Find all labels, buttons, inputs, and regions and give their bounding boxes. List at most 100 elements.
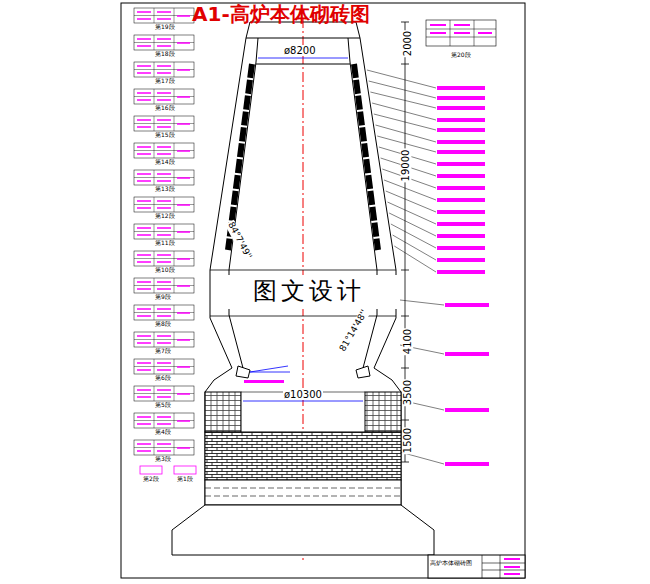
brick-table-entry xyxy=(137,39,190,46)
drawing-title: A1-高炉本体砌砖图 xyxy=(192,3,370,25)
belly-line xyxy=(210,270,396,271)
brick-table xyxy=(134,89,194,104)
section-label: 第20段 xyxy=(451,52,471,59)
brick-table xyxy=(134,116,194,131)
tuyere xyxy=(236,366,250,378)
brick-table xyxy=(134,305,194,320)
title-block-text: 高炉本体砌砖图 xyxy=(430,560,474,567)
leader-line xyxy=(384,180,436,200)
title-block xyxy=(428,555,525,578)
lining-band xyxy=(354,64,378,250)
callout-bar xyxy=(437,140,485,144)
brick-table-grid xyxy=(134,440,194,455)
leader-line xyxy=(393,235,436,260)
brick-table-grid xyxy=(134,35,194,50)
title-block-grid xyxy=(482,555,525,578)
leader-line xyxy=(376,125,437,142)
brick-table-grid xyxy=(134,116,194,131)
brick-table xyxy=(134,278,194,293)
brick-table-grid xyxy=(134,278,194,293)
leader-line xyxy=(370,92,436,108)
dimension-label: 2000 xyxy=(402,30,413,57)
callout-bar xyxy=(437,246,485,250)
brick-table xyxy=(174,466,196,474)
brick-table xyxy=(134,251,194,266)
section-label: 第8段 xyxy=(155,321,171,328)
callout-bar xyxy=(437,198,485,202)
brick-table xyxy=(134,224,194,239)
brick-table-entry xyxy=(137,228,190,235)
brick-table-entry xyxy=(137,147,190,154)
brick-table xyxy=(134,359,194,374)
brick-table-entry xyxy=(137,255,190,262)
tuyere xyxy=(356,366,370,378)
drawing-frame xyxy=(121,3,525,578)
brick-table-entry xyxy=(137,120,190,127)
brick-table-grid xyxy=(134,143,194,158)
leader-line xyxy=(369,81,436,98)
title-block-mark xyxy=(504,566,520,568)
section-label: 第19段 xyxy=(155,24,175,31)
section-label: 第4段 xyxy=(155,429,171,436)
carbon-line xyxy=(205,496,401,497)
section-label: 第7段 xyxy=(155,348,171,355)
brick-table-grid xyxy=(134,170,194,185)
callout-bar xyxy=(437,118,485,122)
callout-bar xyxy=(445,303,489,307)
hearth-wall xyxy=(205,392,241,432)
hearth-wall xyxy=(365,392,401,432)
angle-line xyxy=(250,372,290,373)
leader-line xyxy=(387,202,436,224)
section-label: 第17段 xyxy=(155,78,175,85)
throat-line xyxy=(246,38,360,39)
carbon-layer xyxy=(205,480,401,505)
dimension-line xyxy=(258,58,348,59)
lining-line xyxy=(229,38,258,368)
callout-bar xyxy=(437,106,485,110)
brick-table-grid xyxy=(134,224,194,239)
section-label: 第12段 xyxy=(155,213,175,220)
leader-line xyxy=(374,114,436,130)
brick-table-entry xyxy=(137,12,190,19)
brick-table-entry xyxy=(137,174,190,181)
title-block-cell: 高炉本体砌砖图 xyxy=(430,560,474,567)
throat-line xyxy=(256,64,350,65)
brick-table-grid xyxy=(426,20,496,46)
brick-table xyxy=(134,143,194,158)
brick-table xyxy=(134,35,194,50)
section-label: 第16段 xyxy=(155,105,175,112)
callout-bar xyxy=(437,210,485,214)
watermark-ground xyxy=(226,275,398,309)
brick-table-grid xyxy=(134,305,194,320)
callout-bar xyxy=(437,270,485,274)
brick-table-entry xyxy=(137,444,190,451)
section-label: 第18段 xyxy=(155,51,175,58)
leader-line xyxy=(400,300,444,305)
section-label: 第10段 xyxy=(155,267,175,274)
dimension-label: ø10300 xyxy=(283,389,323,400)
dimension-label: 3500 xyxy=(402,379,413,406)
dimension-label: 1500 xyxy=(402,427,413,454)
leader-line xyxy=(372,103,436,120)
brick-table xyxy=(140,466,162,474)
brick-table xyxy=(134,332,194,347)
brick-table-entry xyxy=(430,25,492,33)
section-label: 第13段 xyxy=(155,186,175,193)
section-label: 第1段 xyxy=(177,476,193,483)
leader-line xyxy=(386,191,436,212)
brick-table-grid xyxy=(134,386,194,401)
brick-table-entry xyxy=(137,336,190,343)
brick-table-entry xyxy=(137,309,190,316)
brick-table-grid xyxy=(134,89,194,104)
brick-table-grid xyxy=(134,332,194,347)
brick-table-grid xyxy=(134,62,194,77)
callout-bar xyxy=(437,258,485,262)
brick-table-entry xyxy=(137,66,190,73)
brick-table-entry xyxy=(137,363,190,370)
hearth-bottom xyxy=(205,432,401,480)
brick-table xyxy=(134,170,194,185)
callout-bar xyxy=(437,174,485,178)
section-label: 第6段 xyxy=(155,375,171,382)
callout-bar xyxy=(445,408,489,412)
